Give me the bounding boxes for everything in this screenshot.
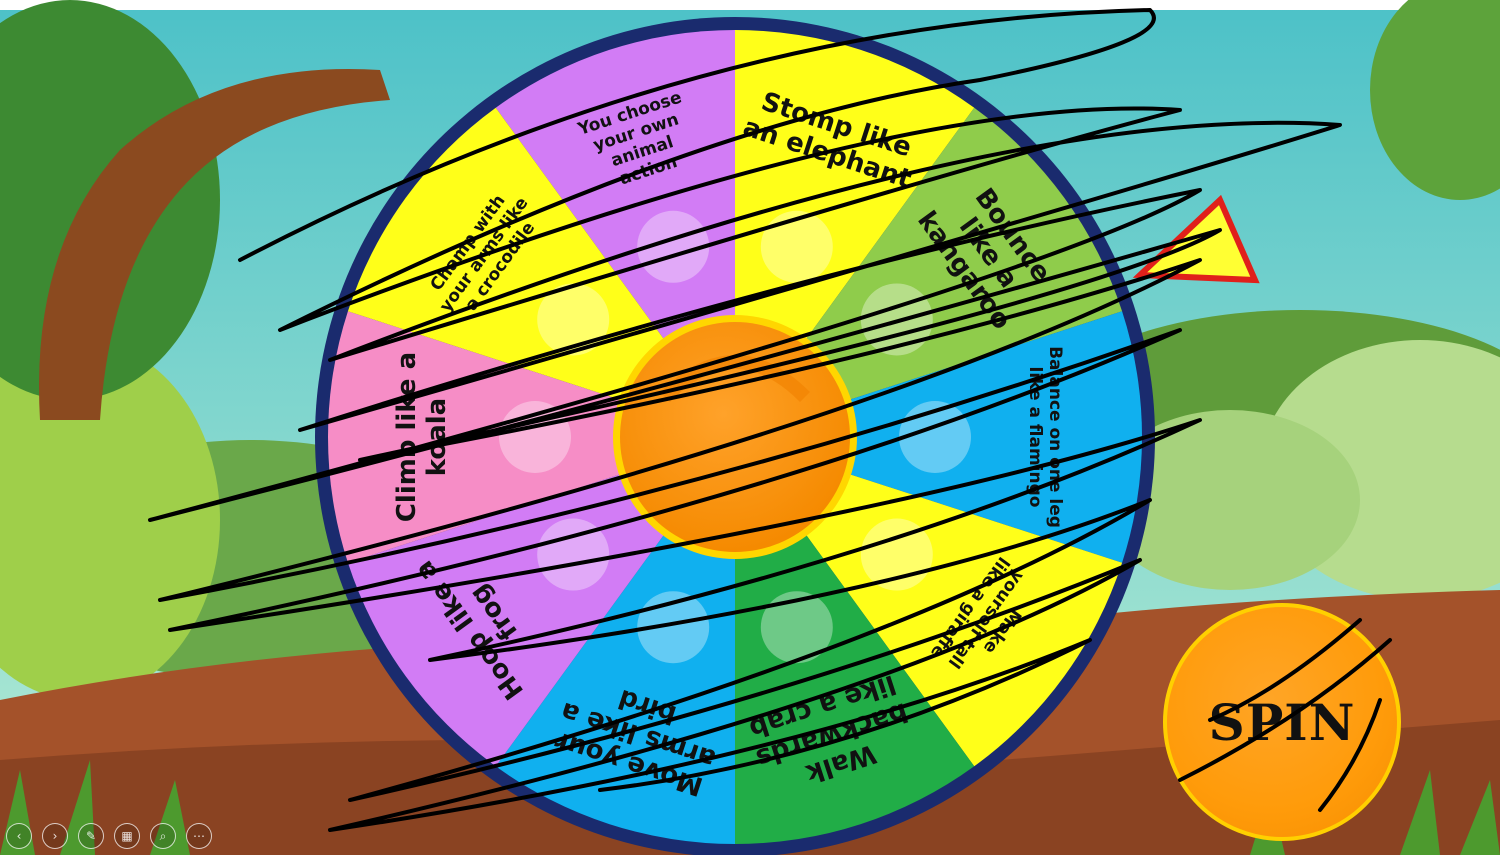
elephant-icon (760, 210, 833, 283)
bird-icon (637, 591, 710, 664)
giraffe-icon (860, 518, 933, 591)
pen-icon[interactable]: ✎ (78, 823, 104, 849)
spin-button[interactable]: SPIN (1163, 603, 1401, 841)
frog-icon (537, 518, 610, 591)
flamingo-icon (899, 401, 971, 473)
wheel-segment-label: Balance on one leglike a flamingo (1025, 346, 1065, 528)
crab-icon (760, 591, 833, 664)
previous-icon[interactable]: ‹ (6, 823, 32, 849)
koala-icon (499, 401, 571, 473)
slides-icon[interactable]: ▦ (114, 823, 140, 849)
kangaroo-icon (860, 283, 933, 356)
star-icon (637, 210, 710, 283)
crocodile-icon (537, 283, 610, 356)
top-bar (0, 0, 1500, 10)
tree-trunk (39, 69, 390, 420)
presentation-toolbar: ‹ › ✎ ▦ ⌕ ⋯ (6, 823, 212, 849)
spin-button-label: SPIN (1208, 692, 1356, 752)
more-icon[interactable]: ⋯ (186, 823, 212, 849)
zoom-icon[interactable]: ⌕ (150, 823, 176, 849)
next-icon[interactable]: › (42, 823, 68, 849)
